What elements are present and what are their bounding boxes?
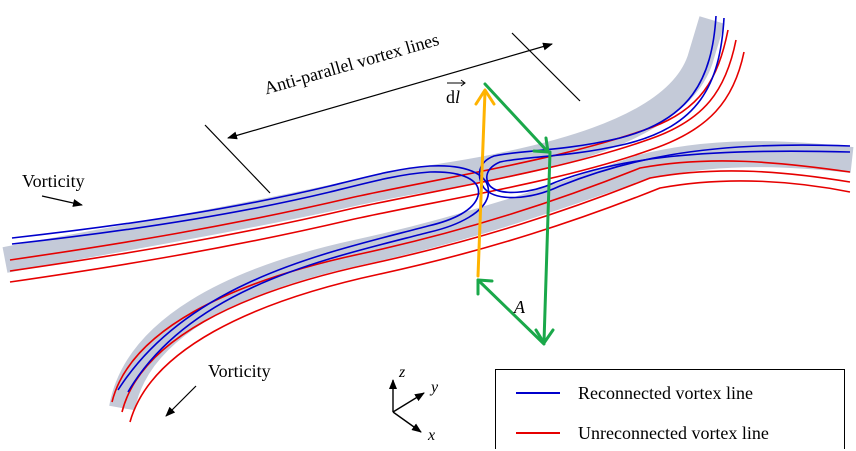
span-tick-right <box>511 32 581 102</box>
area-arrow-right <box>542 150 552 344</box>
vorticity-arrow-bottom <box>165 385 197 417</box>
axis-x-line <box>392 411 422 433</box>
axis-x-label: x <box>428 427 436 444</box>
unreconnected-line-upper-3 <box>9 51 745 283</box>
legend-swatch-reconnected <box>516 392 560 394</box>
legend: Reconnected vortex line Unreconnected vo… <box>495 369 845 449</box>
legend-label-unreconnected: Unreconnected vortex line <box>578 423 769 443</box>
area-arrow-bottom <box>476 278 546 346</box>
reconnected-line-left-outer <box>11 165 490 393</box>
unreconnected-line-upper-2 <box>9 39 737 272</box>
coordinate-axes <box>389 379 425 433</box>
area-arrow-top <box>483 82 550 154</box>
area-label: A <box>514 297 525 317</box>
unreconnected-line-lower-1 <box>111 160 851 403</box>
dl-arrow-shaft <box>476 90 487 278</box>
area-arrow-bottom-head <box>476 278 494 296</box>
vorticity-label-left: Vorticity <box>22 171 85 191</box>
unreconnected-lines <box>9 29 851 423</box>
dl-arrow <box>474 88 496 278</box>
reconnected-line-left-inner <box>11 171 480 391</box>
reconnected-line-right-inner <box>486 17 851 194</box>
legend-label-reconnected: Reconnected vortex line <box>578 383 753 403</box>
vortex-tubes <box>2 16 854 411</box>
reconnected-lines <box>11 15 851 393</box>
unreconnected-line-upper-1 <box>9 29 729 261</box>
dl-label-prefix: d <box>446 87 455 107</box>
unreconnected-line-lower-3 <box>129 180 851 423</box>
legend-item-unreconnected: Unreconnected vortex line <box>496 422 844 444</box>
dl-label-var: l <box>455 87 461 107</box>
upper-vortex-tube <box>2 16 725 273</box>
unreconnected-line-lower-2 <box>121 170 851 413</box>
dl-arrow-head <box>474 88 496 106</box>
dl-label: dl <box>446 88 460 106</box>
span-indicator <box>204 32 581 194</box>
axis-y-label: y <box>431 379 439 396</box>
area-arrows <box>476 82 555 346</box>
span-tick-left <box>204 124 271 194</box>
vorticity-label-bottom: Vorticity <box>208 361 271 381</box>
area-arrow-top-head <box>532 136 550 154</box>
legend-item-reconnected: Reconnected vortex line <box>496 382 844 404</box>
dl-vector-overline <box>447 79 466 87</box>
vorticity-arrow-left <box>41 195 83 207</box>
span-arrow <box>227 42 553 140</box>
legend-swatch-unreconnected <box>516 432 560 434</box>
axis-z-label: z <box>399 364 406 381</box>
axis-y-line <box>392 392 425 413</box>
